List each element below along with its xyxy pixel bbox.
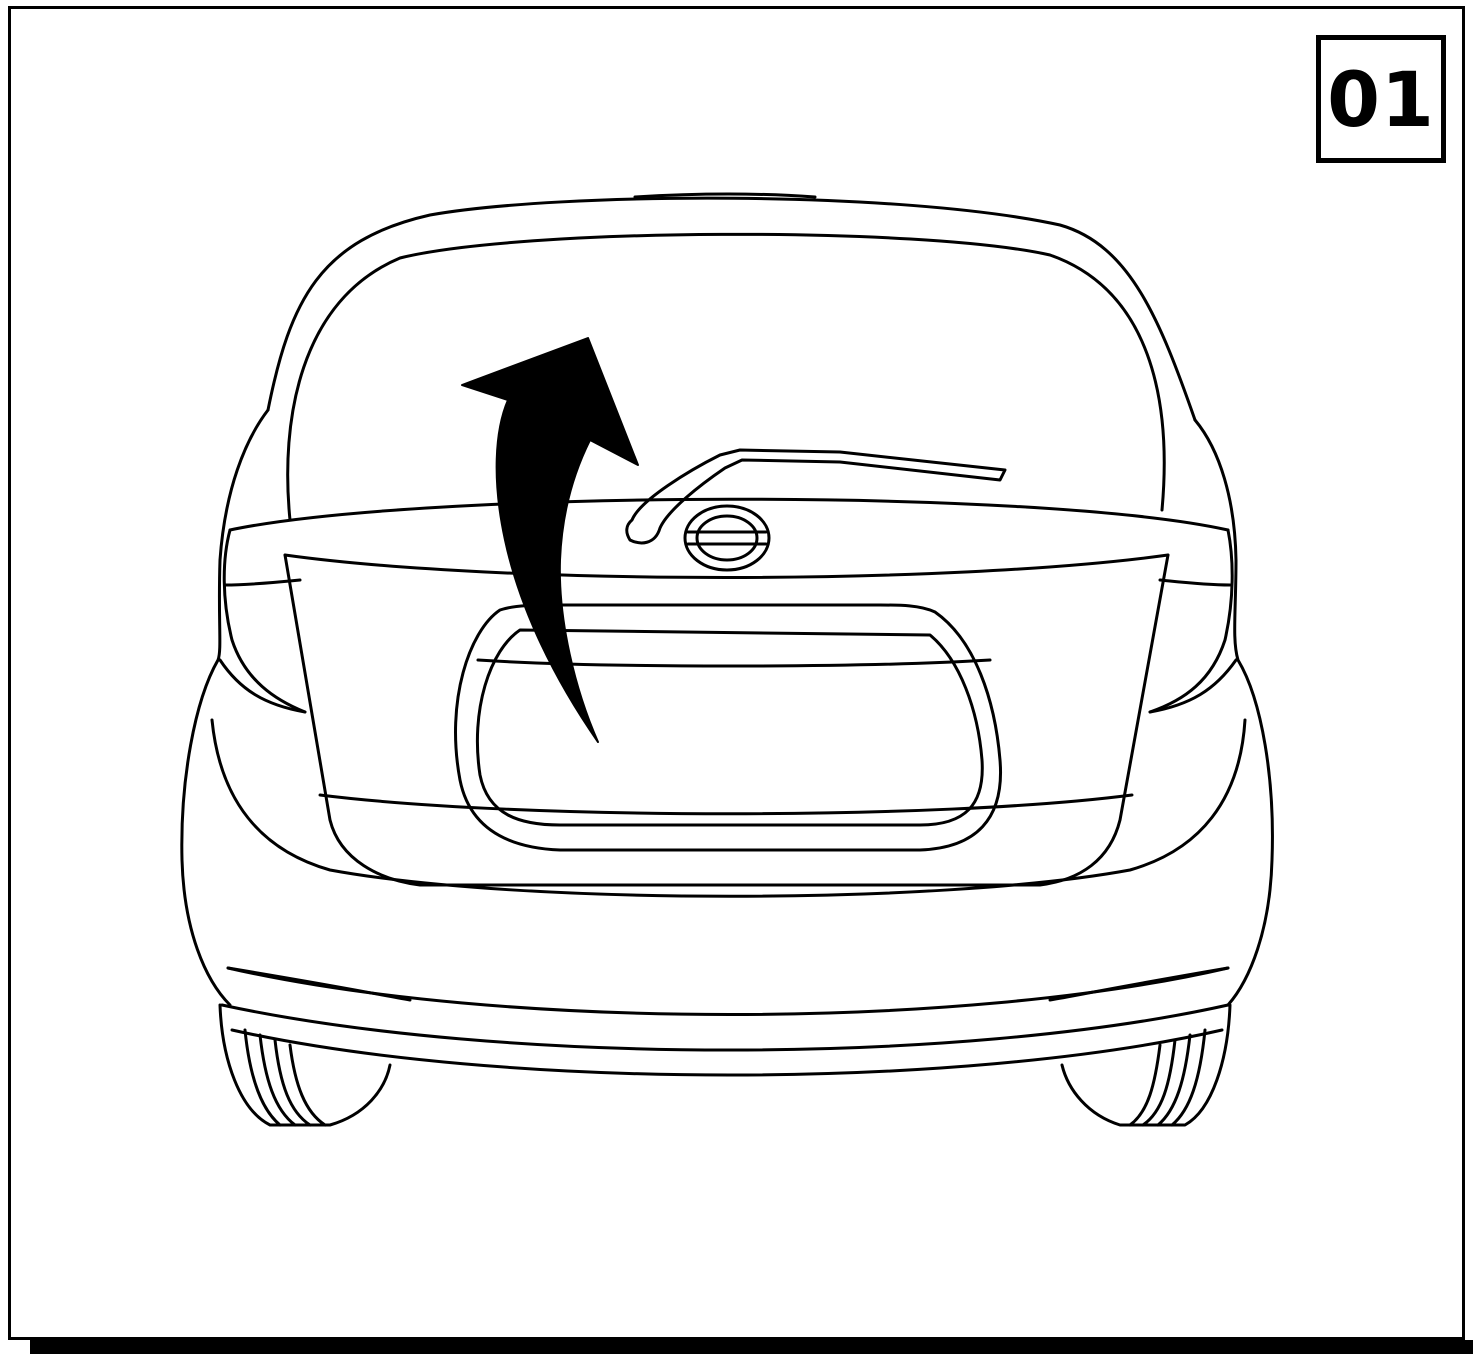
tail-light-right-lower: [1150, 660, 1236, 712]
tire-left: [220, 1005, 390, 1125]
bumper-top: [212, 720, 1245, 896]
tailgate-under-window: [285, 555, 1168, 578]
tail-light-right: [1150, 530, 1232, 712]
bumper-lower-3: [232, 1030, 1222, 1075]
bumper-lower-2: [222, 1005, 1228, 1050]
body-left-side: [182, 410, 268, 1005]
bumper-lower-1: [228, 968, 1228, 1015]
tailgate-lower-line: [320, 795, 1132, 814]
tail-light-right-inner: [1160, 580, 1230, 585]
lift-arrow-icon: [462, 338, 638, 742]
bumper-reflector-right: [1050, 968, 1228, 1000]
bumper-reflector: [228, 968, 410, 1000]
wiper-arm: [627, 450, 1005, 543]
rear-window: [288, 234, 1164, 520]
step-number: 01: [1327, 55, 1435, 144]
roof-outline: [268, 198, 1195, 420]
step-number-box: 01: [1316, 35, 1446, 163]
roof-top-line: [635, 194, 815, 197]
brand-badge-inner: [697, 516, 757, 560]
body-right-side: [1195, 420, 1272, 1005]
tire-left-tread-4: [290, 1045, 325, 1125]
brand-badge-bar: [688, 532, 766, 544]
